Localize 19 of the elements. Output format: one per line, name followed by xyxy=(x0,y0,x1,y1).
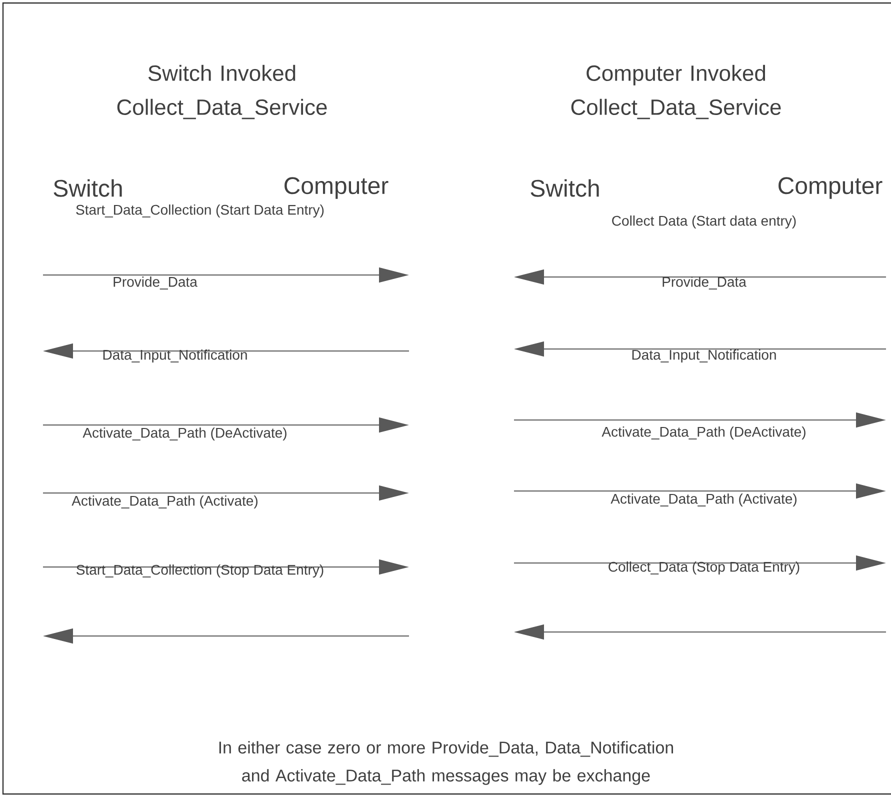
participant-label: Computer xyxy=(778,177,882,199)
message-label: Activate_Data_Path (Activate) xyxy=(72,495,258,509)
message-label: Provide_Data xyxy=(114,276,198,290)
message-label: Data_Input_Notification xyxy=(632,349,776,363)
message-label: Start_Data_Collection (Stop Data Entry) xyxy=(76,564,324,578)
note: In either case zero or more Provide_Data, Data_Notification and Activate_Data_Path messages may be exchange xyxy=(219,741,674,785)
message-label: Data_Input_Notification xyxy=(103,349,247,363)
message-label: Provide_Data xyxy=(662,276,746,290)
message-label: Collect_Data (Stop Data Entry) xyxy=(608,561,800,575)
message-label: Activate_Data_Path (Activate) xyxy=(610,493,796,507)
heading: Computer Invoked Collect_Data_Service xyxy=(571,64,781,120)
participant-label: Computer xyxy=(284,177,388,199)
participant-label: Switch xyxy=(54,179,122,197)
message-label: Activate_Data_Path (DeActivate) xyxy=(602,426,806,440)
message-label: Activate_Data_Path (DeActivate) xyxy=(82,427,286,441)
participant-label: Switch xyxy=(530,179,599,197)
message-label: Collect Data (Start data entry) xyxy=(612,215,796,229)
message-label: Start_Data_Collection (Start Data Entry) xyxy=(76,204,324,218)
heading: Switch Invoked Collect_Data_Service xyxy=(117,64,327,120)
